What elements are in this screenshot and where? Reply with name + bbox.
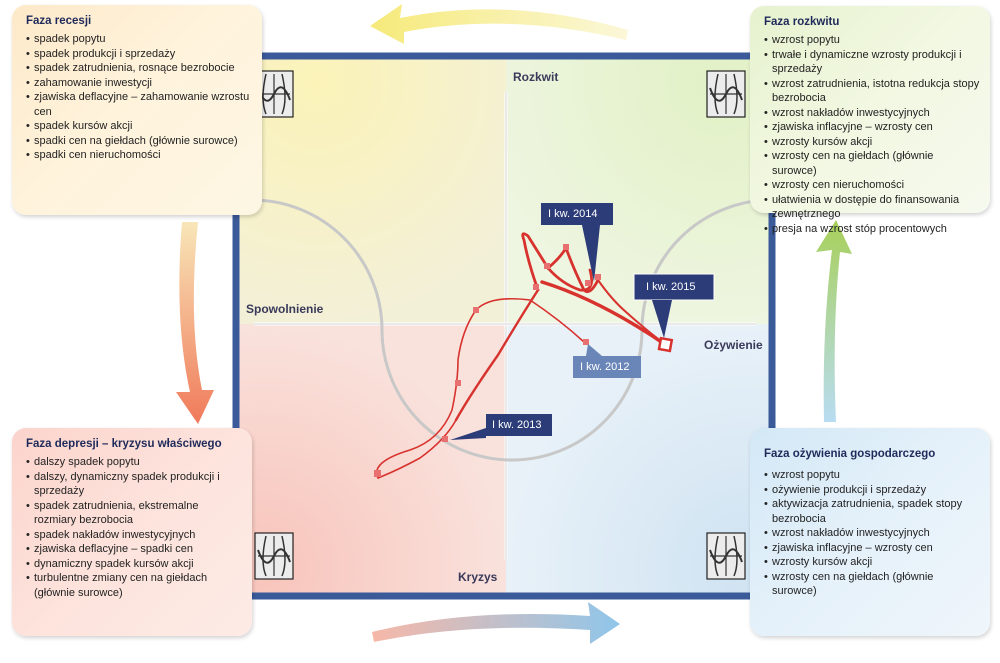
quadrant-label-bottom: Kryzys bbox=[458, 570, 498, 584]
callout-2015 bbox=[633, 273, 715, 338]
quadrant-label-top: Rozkwit bbox=[513, 70, 559, 84]
list-item: spadek nakładów inwestycyjnych bbox=[26, 528, 242, 543]
list-item: aktywizacja zatrudnienia, spadek stopy b… bbox=[764, 497, 980, 526]
cycle-icon bbox=[706, 70, 746, 118]
list-item: zjawiska inflacyjne – wzrosty cen bbox=[764, 120, 980, 135]
list-item: zjawiska inflacyjne – wzrosty cen bbox=[764, 541, 980, 556]
quadrant-label-right: Ożywienie bbox=[704, 338, 763, 352]
phase-box-recession: Faza recesji spadek popytu spadek produk… bbox=[12, 5, 262, 215]
phase-title: Faza rozkwitu bbox=[764, 16, 840, 28]
trajectory-points bbox=[374, 244, 601, 477]
arrow-bottom bbox=[372, 602, 620, 644]
phase-box-depression: Faza depresji – kryzysu właściwego dalsz… bbox=[12, 428, 252, 636]
callout-label-2014: I kw. 2014 bbox=[548, 208, 598, 220]
list-item: wzrost zatrudnienia, istotna redukcja st… bbox=[764, 77, 980, 106]
list-item: zjawiska deflacyjne – spadki cen bbox=[26, 542, 242, 557]
callout-label-2013: I kw. 2013 bbox=[492, 419, 542, 431]
phase-list: wzrost popytu trwałe i dynamiczne wzrost… bbox=[764, 33, 980, 236]
callout-label-2012: I kw. 2012 bbox=[580, 361, 630, 373]
arrow-left bbox=[176, 222, 214, 424]
list-item: ułatwienia w dostępie do finansowania ze… bbox=[764, 193, 980, 222]
cycle-icon bbox=[254, 532, 294, 580]
list-item: turbulentne zmiany cen na giełdach (głów… bbox=[26, 571, 242, 600]
callout-2014 bbox=[541, 203, 613, 282]
economic-trajectory bbox=[375, 232, 668, 479]
list-item: wzrost nakładów inwestycyjnych bbox=[764, 106, 980, 121]
list-item: trwałe i dynamiczne wzrosty produkcji i … bbox=[764, 48, 980, 77]
list-item: wzrosty cen na giełdach (głównie surowce… bbox=[764, 570, 980, 599]
list-item: wzrosty kursów akcji bbox=[764, 135, 980, 150]
list-item: spadek zatrudnienia, rosnące bezrobocie bbox=[26, 61, 252, 76]
callout-2012 bbox=[573, 344, 641, 378]
phase-list: wzrost popytu ożywienie produkcji i sprz… bbox=[764, 468, 980, 599]
callout-label-2015: I kw. 2015 bbox=[646, 281, 696, 293]
list-item: presja na wzrost stóp procentowych bbox=[764, 222, 980, 237]
list-item: ożywienie produkcji i sprzedaży bbox=[764, 483, 980, 498]
arrow-top bbox=[370, 4, 628, 44]
list-item: wzrost nakładów inwestycyjnych bbox=[764, 526, 980, 541]
list-item: dynamiczny spadek kursów akcji bbox=[26, 557, 242, 572]
list-item: spadek zatrudnienia, ekstremalne rozmiar… bbox=[26, 499, 242, 528]
list-item: wzrosty cen nieruchomości bbox=[764, 178, 980, 193]
phase-box-recovery: Faza ożywienia gospodarczego wzrost popy… bbox=[750, 428, 990, 636]
list-item: wzrost popytu bbox=[764, 468, 980, 483]
phase-title: Faza ożywienia gospodarczego bbox=[764, 448, 936, 460]
list-item: wzrosty kursów akcji bbox=[764, 555, 980, 570]
phase-title: Faza recesji bbox=[26, 15, 92, 27]
list-item: spadki cen nieruchomości bbox=[26, 148, 252, 163]
callout-2013 bbox=[450, 414, 552, 440]
phase-list: spadek popytu spadek produkcji i sprzeda… bbox=[26, 32, 252, 163]
arrow-right bbox=[816, 220, 852, 422]
list-item: zahamowanie inwestycji bbox=[26, 76, 252, 91]
list-item: spadek kursów akcji bbox=[26, 119, 252, 134]
phase-list: dalszy spadek popytu dalszy, dynamiczny … bbox=[26, 455, 242, 600]
list-item: spadek produkcji i sprzedaży bbox=[26, 47, 252, 62]
list-item: wzrosty cen na giełdach (głównie surowce… bbox=[764, 149, 980, 178]
list-item: wzrost popytu bbox=[764, 33, 980, 48]
cycle-icon bbox=[706, 532, 746, 580]
phase-title: Faza depresji – kryzysu właściwego bbox=[26, 438, 222, 450]
list-item: zjawiska deflacyjne – zahamowanie wzrost… bbox=[26, 90, 252, 119]
quadrant-label-left: Spowolnienie bbox=[246, 302, 324, 316]
list-item: dalszy spadek popytu bbox=[26, 455, 242, 470]
list-item: spadki cen na giełdach (głównie surowce) bbox=[26, 134, 252, 149]
phase-box-boom: Faza rozkwitu wzrost popytu trwałe i dyn… bbox=[750, 6, 990, 236]
list-item: dalszy, dynamiczny spadek produkcji i sp… bbox=[26, 470, 242, 499]
list-item: spadek popytu bbox=[26, 32, 252, 47]
